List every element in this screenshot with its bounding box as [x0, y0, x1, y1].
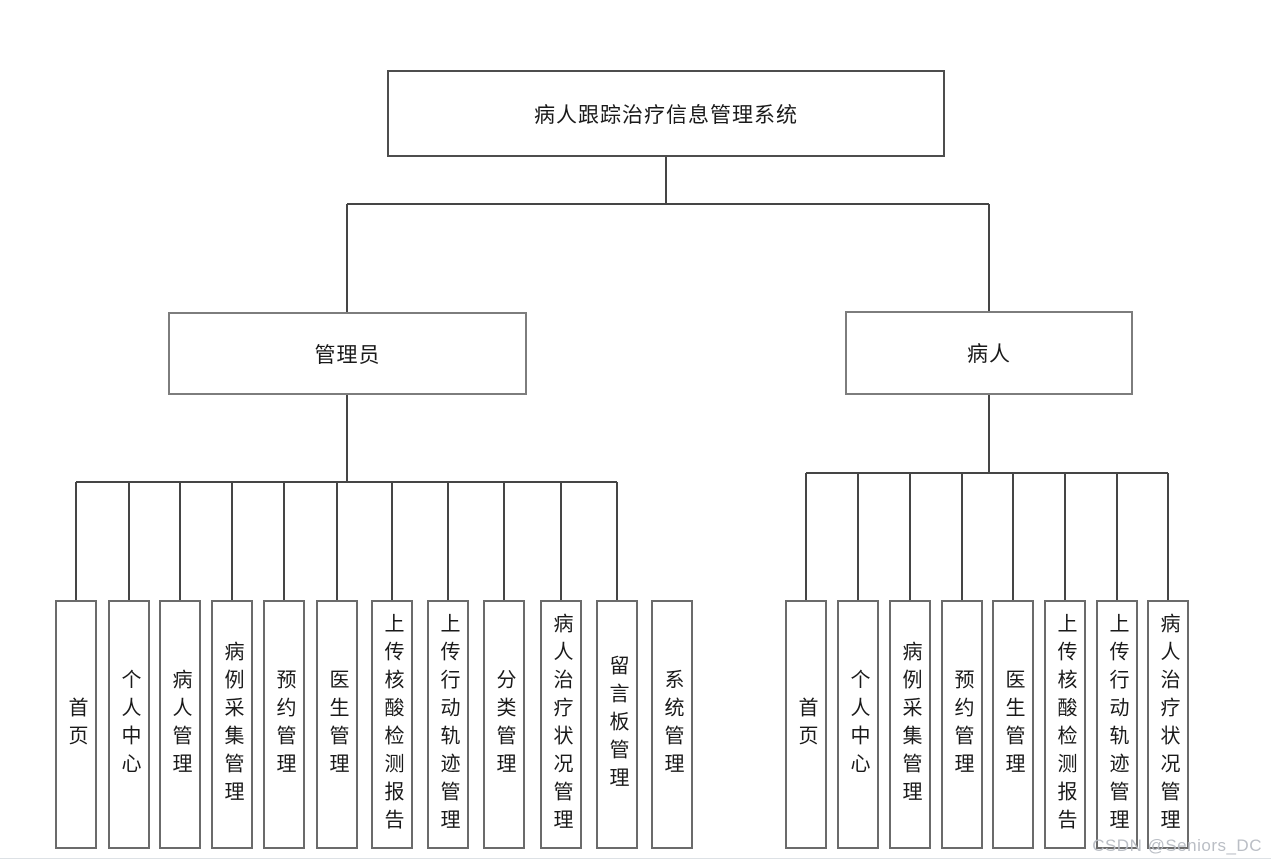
leaf-node-label: 留言板管理 — [606, 654, 628, 795]
leaf-node: 上传核酸检测报告 — [371, 600, 413, 849]
leaf-node-label: 系统管理 — [661, 668, 683, 781]
root-node-label: 病人跟踪治疗信息管理系统 — [534, 103, 798, 127]
leaf-node: 个人中心 — [108, 600, 150, 849]
leaf-node-label: 上传核酸检测报告 — [381, 612, 403, 837]
connector-line — [1116, 473, 1118, 600]
connector-line — [503, 482, 505, 600]
connector-line — [560, 482, 562, 600]
connector-line — [346, 395, 348, 482]
connector-line — [1012, 473, 1014, 600]
leaf-node-label: 预约管理 — [273, 668, 295, 781]
branch-node-admin: 管理员 — [168, 312, 527, 395]
leaf-node-label: 个人中心 — [847, 668, 869, 781]
connector-line — [347, 203, 989, 205]
leaf-node-label: 首页 — [795, 696, 817, 753]
connector-line — [806, 472, 1168, 474]
leaf-node: 上传核酸检测报告 — [1044, 600, 1086, 849]
connector-line — [988, 395, 990, 473]
connector-line — [665, 157, 667, 204]
leaf-node-label: 病人治疗状况管理 — [1157, 612, 1179, 837]
connector-line — [805, 473, 807, 600]
bottom-edge-divider — [0, 858, 1271, 859]
leaf-node-label: 上传行动轨迹管理 — [1106, 612, 1128, 837]
leaf-node: 病例采集管理 — [211, 600, 253, 849]
connector-line — [231, 482, 233, 600]
leaf-node-label: 上传行动轨迹管理 — [437, 612, 459, 837]
leaf-node: 病人管理 — [159, 600, 201, 849]
branch-node-patient: 病人 — [845, 311, 1133, 395]
leaf-node-label: 分类管理 — [493, 668, 515, 781]
connector-line — [616, 482, 618, 600]
leaf-node-label: 病人治疗状况管理 — [550, 612, 572, 837]
connector-line — [909, 473, 911, 600]
leaf-node: 病人治疗状况管理 — [1147, 600, 1189, 849]
connector-line — [336, 482, 338, 600]
connector-line — [179, 482, 181, 600]
leaf-node-label: 上传核酸检测报告 — [1054, 612, 1076, 837]
connector-line — [961, 473, 963, 600]
connector-line — [346, 204, 348, 312]
branch-node-admin-label: 管理员 — [314, 343, 381, 367]
connector-line — [447, 482, 449, 600]
connector-line — [283, 482, 285, 600]
leaf-node: 医生管理 — [992, 600, 1034, 849]
leaf-node: 系统管理 — [651, 600, 693, 849]
leaf-node: 个人中心 — [837, 600, 879, 849]
leaf-node-label: 病例采集管理 — [221, 640, 243, 809]
leaf-node: 预约管理 — [263, 600, 305, 849]
connector-line — [1064, 473, 1066, 600]
connector-line — [391, 482, 393, 600]
leaf-node: 留言板管理 — [596, 600, 638, 849]
watermark: CSDN @Seniors_DC — [1092, 836, 1262, 855]
root-node: 病人跟踪治疗信息管理系统 — [387, 70, 945, 157]
connector-line — [1167, 473, 1169, 600]
connector-line — [76, 481, 617, 483]
leaf-node-label: 病人管理 — [169, 668, 191, 781]
leaf-node-label: 预约管理 — [951, 668, 973, 781]
leaf-node: 病人治疗状况管理 — [540, 600, 582, 849]
leaf-node-label: 医生管理 — [1002, 668, 1024, 781]
connector-line — [988, 204, 990, 311]
leaf-node-label: 个人中心 — [118, 668, 140, 781]
leaf-node: 上传行动轨迹管理 — [427, 600, 469, 849]
leaf-node-label: 病例采集管理 — [899, 640, 921, 809]
leaf-node-label: 首页 — [65, 696, 87, 753]
leaf-node: 医生管理 — [316, 600, 358, 849]
connector-line — [75, 482, 77, 600]
connector-line — [128, 482, 130, 600]
leaf-node: 首页 — [55, 600, 97, 849]
leaf-node-label: 医生管理 — [326, 668, 348, 781]
connector-line — [857, 473, 859, 600]
leaf-node: 预约管理 — [941, 600, 983, 849]
leaf-node: 首页 — [785, 600, 827, 849]
leaf-node: 上传行动轨迹管理 — [1096, 600, 1138, 849]
leaf-node: 病例采集管理 — [889, 600, 931, 849]
branch-node-patient-label: 病人 — [967, 343, 1011, 366]
leaf-node: 分类管理 — [483, 600, 525, 849]
